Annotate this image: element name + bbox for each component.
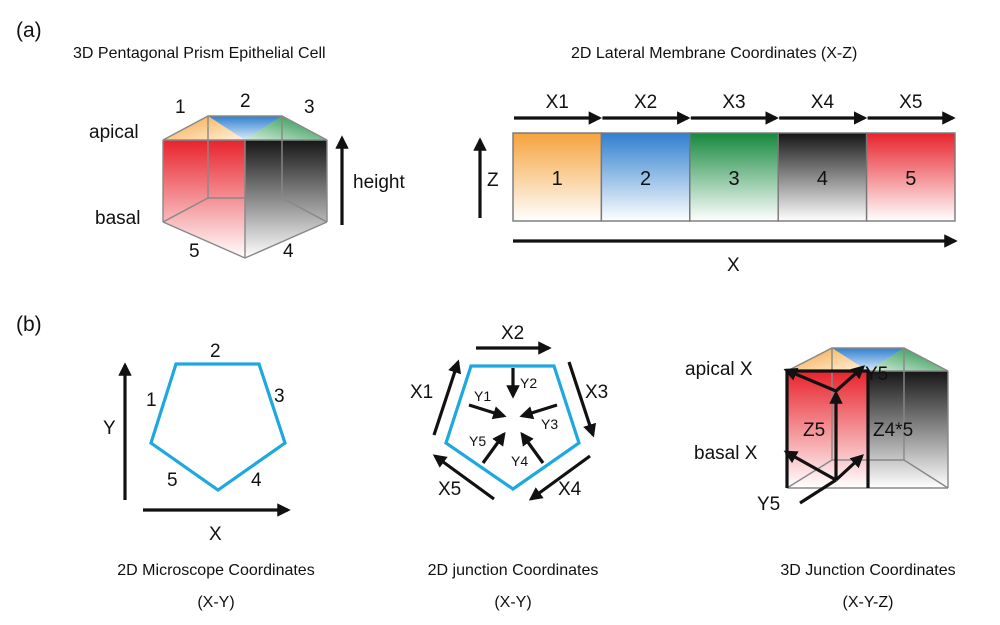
lateral-x2-label: X2 [634,92,657,113]
lateral-segment-2 [600,132,691,222]
height-label: height [353,172,405,193]
z45-label: Z4*5 [873,420,913,441]
micro-side-1: 1 [146,390,157,411]
junction3d-caption-line2: (X-Y-Z) [843,594,894,611]
micro-side-3: 3 [274,386,285,407]
basal-x-label: basal X [694,443,758,464]
jprism-face-5 [787,371,868,488]
junction-x3-label: X3 [585,382,608,403]
basal-label: basal [95,208,140,229]
prism-face-label-1: 1 [175,97,186,118]
lateral-x1-label: X1 [546,92,569,113]
jprism-top-face-2 [832,348,904,371]
x-axis-label: X [727,255,740,276]
junction-x4-label: X4 [558,479,582,500]
prism-3d [162,115,328,259]
junction-caption-line1: 2D junction Coordinates [428,562,599,579]
junction-y1-label: Y1 [474,388,491,404]
jprism-top-face-3 [868,348,948,371]
lateral-segment-label-1: 1 [552,168,563,190]
prism-face-4 [245,140,327,258]
junction-y5-label: Y5 [469,433,486,449]
lateral-segment-3 [689,132,779,222]
lateral-segment-label-4: 4 [817,168,828,190]
lateral-segment-label-3: 3 [728,168,739,190]
lateral-segment-4 [777,132,868,222]
apical-label: apical [89,122,139,143]
junction-y4-arrow [520,431,545,464]
junction-x3-arrow [567,361,597,438]
lateral-x4-label: X4 [811,92,835,113]
lateral-segment-5 [865,132,956,222]
y5-bottom-label: Y5 [757,494,780,515]
prism-title: 3D Pentagonal Prism Epithelial Cell [73,45,326,62]
lateral-title: 2D Lateral Membrane Coordinates (X-Z) [571,45,857,62]
prism-face-label-5: 5 [189,241,200,262]
junction-y3-label: Y3 [541,416,558,432]
lateral-strip: 1 X1 2 X2 3 X3 4 X4 5 X5 [512,92,956,222]
micro-side-4: 4 [251,470,262,491]
jprism-face-4 [868,371,948,488]
junction3d-caption-line1: 3D Junction Coordinates [780,562,955,579]
lateral-x5-label: X5 [899,92,922,113]
micro-side-2: 2 [210,341,221,362]
junction-x5-arrow [432,454,495,501]
basal-y5-arrow [834,454,864,482]
micro-y-axis-label: Y [103,418,116,439]
junction-y1-arrow [468,403,507,420]
prism-top-face-3 [245,116,327,140]
z-axis-label: Z [487,170,499,191]
junction-y5-arrow [481,431,506,464]
junction-x1-label: X1 [410,382,433,403]
micro-side-5: 5 [167,470,178,491]
lateral-segment-label-5: 5 [905,168,916,190]
prism-top-face-1 [163,116,245,140]
apical-x-label: apical X [685,359,753,380]
y5-leader-line [799,478,837,505]
jprism-top-face-1 [787,348,868,371]
prism-face-label-3: 3 [304,97,315,118]
lateral-segment-label-2: 2 [640,168,651,190]
micro-x-axis-label: X [209,524,222,545]
y5-top-label: Y5 [865,364,888,385]
junction-caption-line2: (X-Y) [494,594,531,611]
lateral-x3-label: X3 [722,92,745,113]
micro-caption-line2: (X-Y) [197,594,234,611]
junction-x4-arrow [528,454,591,501]
junction-y3-arrow [519,403,558,420]
apical-x-arrow [783,367,837,393]
junction-x2-label: X2 [501,323,524,344]
prism-apical-outline [162,115,328,141]
prism-face-label-2: 2 [240,91,251,112]
junction-pentagon [444,364,581,491]
prism-basal-front-edges [162,221,328,259]
z5-label: Z5 [803,420,825,441]
panel-label-a: (a) [16,19,42,42]
lateral-segment-1 [512,132,603,222]
micro-caption-line1: 2D Microscope Coordinates [117,562,314,579]
panel-label-b: (b) [16,313,42,336]
junction-x5-label: X5 [438,479,461,500]
apical-y5-arrow [834,365,866,393]
microscope-pentagon [149,362,287,492]
basal-x-arrow [783,450,837,482]
junction-y4-label: Y4 [511,453,528,469]
junction-y2-label: Y2 [520,375,537,391]
prism-top-face-2 [208,116,282,140]
prism-face-5 [163,140,245,258]
prism-face-label-4: 4 [283,241,294,262]
junction-x1-arrow [432,359,462,436]
